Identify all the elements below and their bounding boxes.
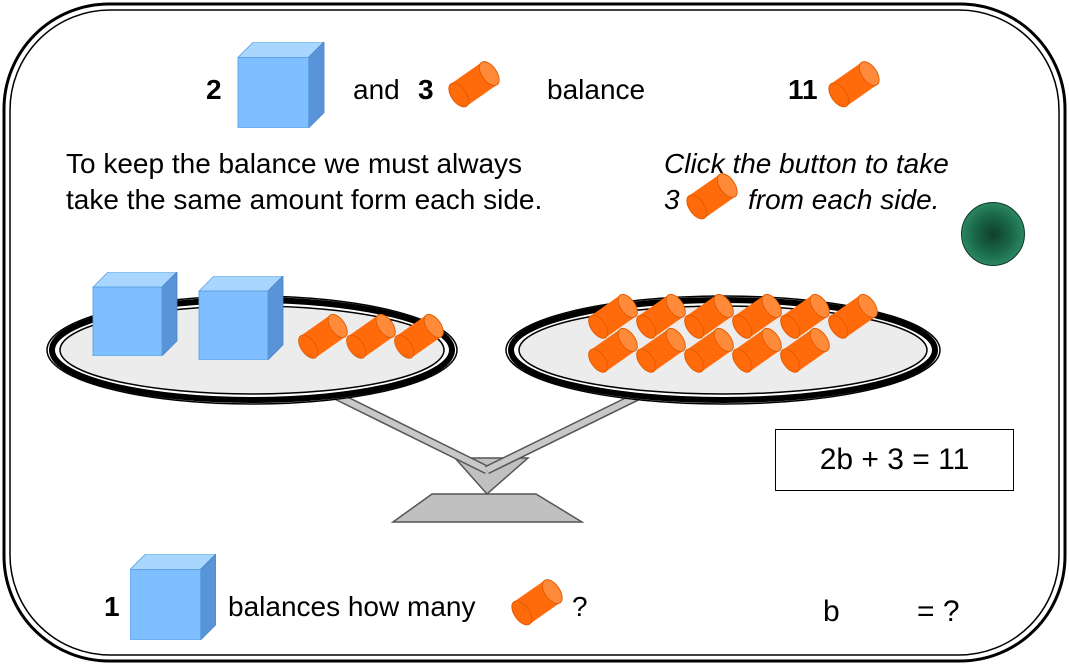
- cylinder-icon: [824, 60, 884, 110]
- bottom-count: 1: [104, 591, 120, 622]
- cube-icon: [237, 42, 325, 128]
- take-away-button[interactable]: [961, 202, 1025, 266]
- bottom-question-text: balances how many: [228, 591, 476, 622]
- hint-line-2-prefix: 3: [664, 184, 680, 215]
- cylinder-icon: [507, 578, 567, 628]
- bottom-question-mark: ?: [572, 591, 588, 622]
- instruction-line-2: take the same amount form each side.: [66, 184, 543, 215]
- cylinder-icon: [444, 60, 504, 110]
- equation-box: 2b + 3 = 11: [775, 429, 1014, 491]
- top-cylinder-count: 3: [418, 74, 434, 105]
- answer-equals: = ?: [917, 595, 960, 628]
- balance-label: balance: [547, 74, 646, 105]
- and-label: and: [353, 74, 400, 105]
- cylinder-icon: [682, 172, 742, 222]
- answer-variable: b: [823, 595, 840, 628]
- hint-line-1: Click the button to take: [664, 148, 949, 179]
- top-cube-count: 2: [206, 74, 222, 105]
- right-cylinder-count: 11: [788, 74, 818, 105]
- cylinder-icon: [390, 312, 448, 362]
- hint-line-2-suffix: from each side.: [748, 184, 940, 215]
- cube-icon: [92, 272, 178, 356]
- instruction-line-1: To keep the balance we must always: [66, 148, 523, 179]
- cube-icon: [198, 276, 284, 360]
- cylinder-icon: [776, 326, 834, 376]
- cube-icon: [130, 554, 216, 640]
